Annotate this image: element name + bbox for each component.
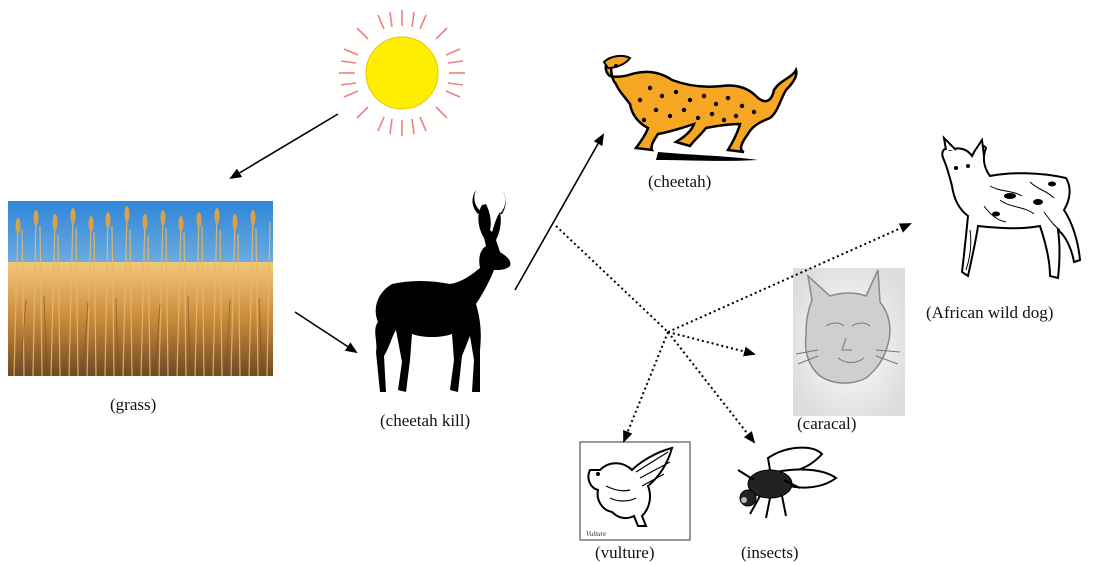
arrow-hub-to-vulture xyxy=(624,332,668,441)
cheetah-icon xyxy=(604,56,796,161)
fly-icon xyxy=(738,448,836,518)
caracal-icon xyxy=(793,268,905,416)
sun-icon xyxy=(339,10,465,136)
label-cheetah-kill: (cheetah kill) xyxy=(380,411,470,431)
label-grass: (grass) xyxy=(110,395,156,415)
wild-dog-icon xyxy=(942,138,1080,278)
antelope-icon xyxy=(375,190,510,392)
arrow-grass-to-kill xyxy=(295,312,356,352)
label-african-wild-dog: (African wild dog) xyxy=(926,303,1053,323)
label-caracal: (caracal) xyxy=(797,414,856,434)
dotted-line-kill-to-hub xyxy=(556,226,668,332)
grass-image xyxy=(8,201,273,376)
label-insects: (insects) xyxy=(741,543,799,563)
label-vulture: (vulture) xyxy=(595,543,654,563)
vulture-caption: Vulture xyxy=(586,530,606,538)
arrow-hub-to-caracal xyxy=(668,332,754,354)
arrow-kill-to-cheetah xyxy=(515,135,603,290)
arrow-sun-to-grass xyxy=(231,114,338,178)
arrow-hub-to-insects xyxy=(668,332,754,442)
label-cheetah: (cheetah) xyxy=(648,172,711,192)
vulture-icon: Vulture xyxy=(580,442,690,540)
